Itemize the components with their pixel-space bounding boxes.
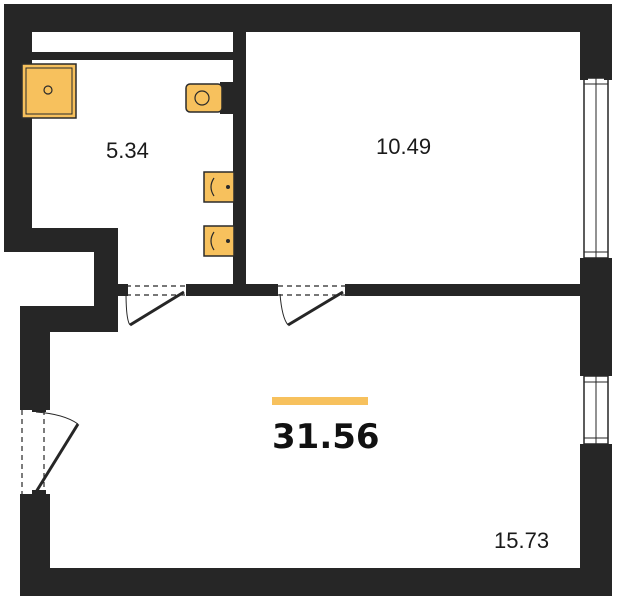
bathroom-area-label: 5.34 (106, 138, 149, 163)
shower-tray-icon (21, 63, 77, 119)
partition-bath-bedroom (233, 32, 246, 284)
window-upper (580, 72, 612, 259)
wall-left-upper (4, 4, 32, 252)
bathroom-shelf-wall (32, 52, 234, 60)
wall-bottom (20, 568, 612, 596)
wall-right-upper (580, 4, 612, 78)
door-bedroom (278, 285, 345, 327)
wall-left-lower-bottom (20, 494, 50, 596)
toilet-icon (185, 83, 223, 113)
total-area-accent-bar (272, 397, 368, 405)
shower-fixture (21, 63, 77, 119)
sink-icon-lower (203, 225, 235, 257)
wall-left-lower-top (20, 306, 50, 410)
partition-corridor-mid (186, 284, 278, 296)
toilet-box (220, 82, 236, 114)
window-lower (583, 375, 609, 445)
outer-walls (4, 4, 612, 596)
sink-icon-upper (203, 171, 235, 203)
bedroom-area-label: 10.49 (376, 134, 431, 159)
door-bathroom (120, 284, 186, 327)
main-room-area-label: 15.73 (494, 528, 549, 553)
total-area-label: 31.56 (272, 417, 380, 457)
partition-corridor-right (345, 284, 581, 296)
wall-notch-right (94, 228, 118, 312)
wall-top (4, 4, 612, 32)
door-entrance (21, 406, 80, 496)
wall-right-middle (580, 258, 612, 376)
